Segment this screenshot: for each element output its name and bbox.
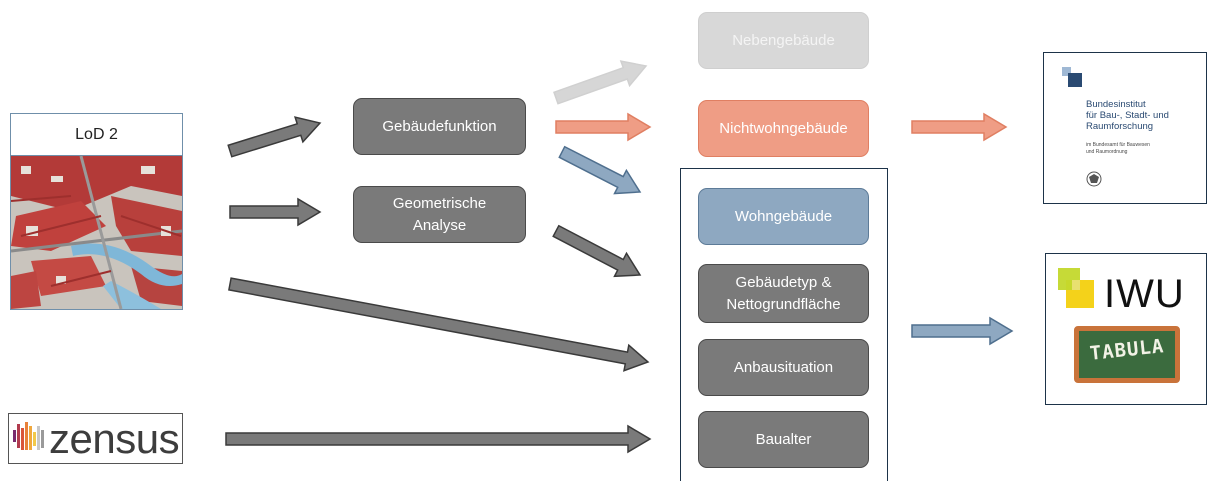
gebaeudefunktion-box: Gebäudefunktion	[353, 98, 526, 155]
arrow-function-to-nebengebaeude	[553, 60, 648, 105]
iwu-wordmark: IWU	[1104, 272, 1185, 316]
iwu-logo-card: IWU TABULA	[1045, 253, 1207, 405]
zensus-logo: zensus	[8, 413, 183, 464]
bbsr-title: Bundesinstitut für Bau-, Stadt- und Raum…	[1086, 99, 1169, 132]
arrow-lod-to-geometry	[229, 197, 322, 227]
tabula-wordmark: TABULA	[1088, 335, 1166, 365]
lod2-city-model-image	[11, 156, 182, 309]
arrow-geometry-to-gebaeudetyp	[552, 224, 642, 278]
arrow-nichtwohn-to-bbsr	[911, 112, 1008, 142]
nebengebaeude-box: Nebengebäude	[698, 12, 869, 69]
lod2-source-card: LoD 2	[10, 113, 183, 310]
federal-eagle-icon	[1086, 171, 1102, 187]
wohngebaeude-box: Wohngebäude	[698, 188, 869, 245]
arrow-function-to-nichtwohngebaeude	[555, 112, 652, 142]
gebaeudetyp-box: Gebäudetyp & Nettogrundfläche	[698, 264, 869, 323]
bbsr-emblem-icon	[1062, 67, 1082, 87]
arrow-wohn-to-iwu	[911, 316, 1014, 346]
anbausituation-box: Anbausituation	[698, 339, 869, 396]
arrow-zensus-to-baualter	[225, 424, 652, 454]
iwu-squares-icon	[1058, 268, 1094, 308]
tabula-chalkboard: TABULA	[1074, 326, 1180, 383]
arrow-function-to-wohngebaeude	[558, 145, 642, 195]
arrow-lod-to-anbausituation	[228, 277, 650, 372]
geometrische-analyse-box: Geometrische Analyse	[353, 186, 526, 243]
zensus-wordmark: zensus	[49, 415, 180, 462]
nichtwohngebaeude-box: Nichtwohngebäude	[698, 100, 869, 157]
wohngebaeude-attribute-frame	[680, 168, 888, 481]
zensus-bars-icon	[13, 422, 44, 450]
lod2-title: LoD 2	[11, 114, 182, 156]
bbsr-subtitle: im Bundesamt für Bauwesen und Raumordnun…	[1086, 142, 1150, 155]
bbsr-logo-card: Bundesinstitut für Bau-, Stadt- und Raum…	[1043, 52, 1207, 204]
baualter-box: Baualter	[698, 411, 869, 468]
arrow-lod-to-function	[227, 116, 322, 158]
